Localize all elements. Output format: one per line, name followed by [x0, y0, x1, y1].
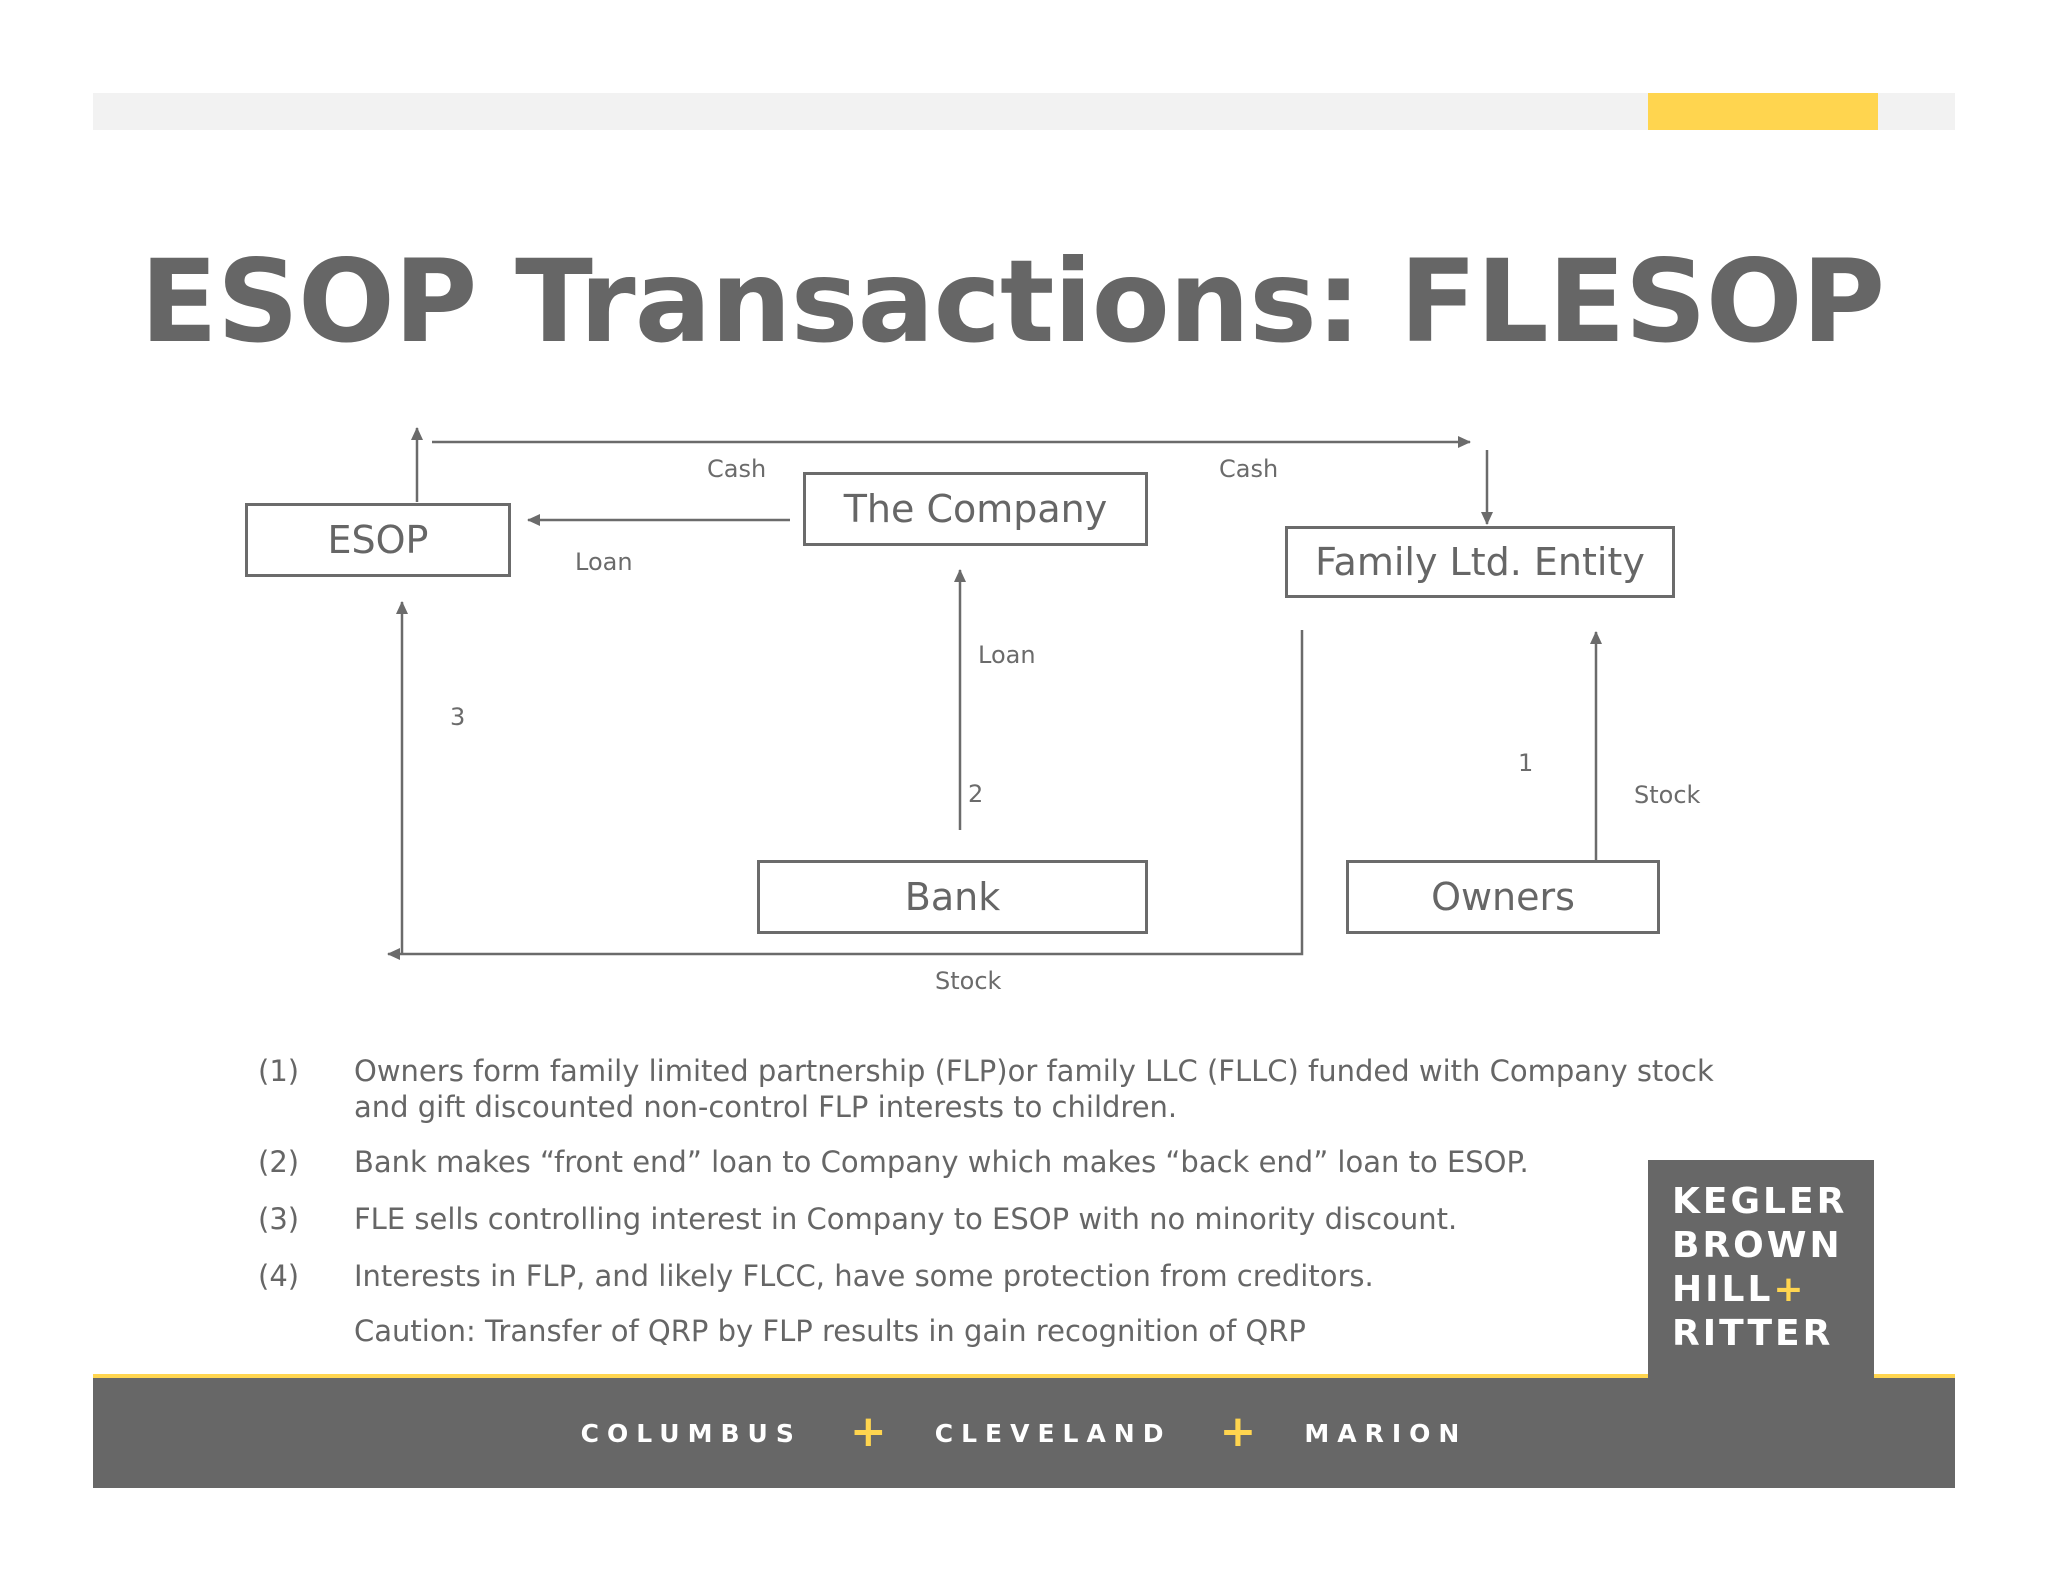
label-cash-left: Cash — [707, 455, 767, 483]
label-step-2: 2 — [968, 780, 984, 808]
node-company: The Company — [803, 472, 1148, 546]
logo-plus-icon: + — [1773, 1269, 1807, 1310]
top-accent-bar — [1648, 93, 1878, 130]
note-text: and gift discounted non-control FLP inte… — [354, 1090, 1178, 1124]
footer-bar: COLUMBUS + CLEVELAND + MARION — [93, 1378, 1955, 1488]
note-number: (3) — [258, 1202, 300, 1236]
label-loan-company-esop: Loan — [575, 548, 633, 576]
company-logo: KEGLER BROWN HILL+ RITTER — [1648, 1160, 1874, 1378]
logo-line: RITTER — [1672, 1313, 1834, 1354]
label-step-3: 3 — [450, 703, 466, 731]
label-step-1: 1 — [1518, 749, 1534, 777]
label-stock-owners-family: Stock — [1634, 781, 1701, 809]
note-number: (1) — [258, 1054, 300, 1088]
node-owners: Owners — [1346, 860, 1660, 934]
note-number: (2) — [258, 1145, 300, 1179]
caution-text: Caution: Transfer of QRP by FLP results … — [354, 1314, 1306, 1348]
note-text: Bank makes “front end” loan to Company w… — [354, 1145, 1529, 1179]
plus-icon: + — [1219, 1405, 1257, 1457]
plus-icon: + — [849, 1405, 887, 1457]
stock-connector-family-esop — [387, 630, 1304, 960]
logo-line: KEGLER — [1672, 1181, 1848, 1222]
note-text: Owners form family limited partnership (… — [354, 1054, 1714, 1088]
logo-line: HILL+ — [1672, 1268, 1874, 1312]
footer-accent-line — [93, 1374, 1955, 1378]
logo-line-text: HILL — [1672, 1269, 1774, 1310]
logo-line: BROWN — [1672, 1225, 1843, 1266]
label-stock-family-esop: Stock — [935, 967, 1002, 995]
top-bar — [93, 93, 1955, 130]
node-bank: Bank — [757, 860, 1148, 934]
node-family-ltd-entity: Family Ltd. Entity — [1285, 526, 1675, 598]
note-text: Interests in FLP, and likely FLCC, have … — [354, 1259, 1374, 1293]
label-loan-bank-company: Loan — [978, 641, 1036, 669]
page-title: ESOP Transactions: FLESOP — [140, 235, 1885, 368]
footer-city: CLEVELAND — [934, 1418, 1172, 1448]
node-esop: ESOP — [245, 503, 511, 577]
note-number: (4) — [258, 1259, 300, 1293]
footer-city: COLUMBUS — [580, 1418, 802, 1448]
footer-cities: COLUMBUS + CLEVELAND + MARION — [93, 1378, 1955, 1488]
label-cash-right: Cash — [1219, 455, 1279, 483]
footer-city: MARION — [1304, 1418, 1468, 1448]
note-text: FLE sells controlling interest in Compan… — [354, 1202, 1458, 1236]
